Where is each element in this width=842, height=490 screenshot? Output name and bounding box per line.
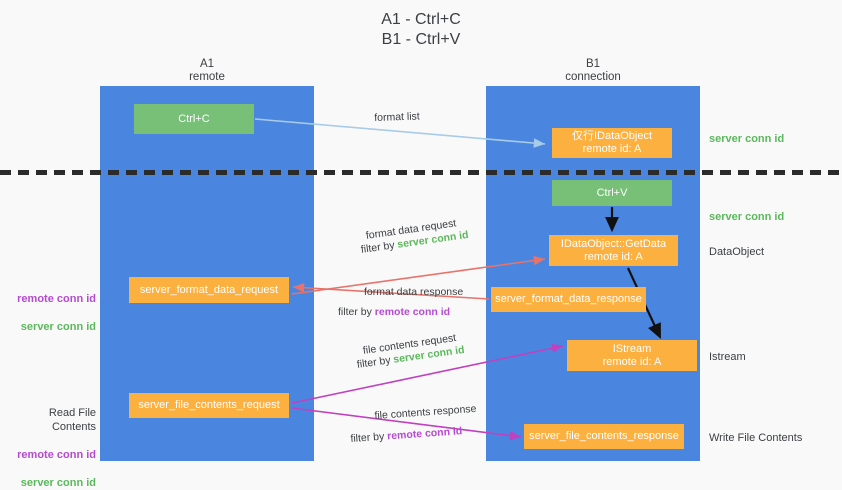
annotation-write-file-contents: Write File Contents (709, 432, 803, 444)
filter-prefix: filter by (356, 353, 395, 371)
annotation-server-conn-id: server conn id (20, 321, 96, 333)
filter-value: remote conn id (386, 425, 463, 443)
label-file-contents-response: file contents response (374, 402, 477, 422)
annotation-remote-conn-id-lower: remote conn id (17, 449, 96, 461)
annotation-istream: Istream (709, 351, 746, 363)
box-server-format-data-request[interactable]: server_format_data_request (129, 277, 289, 303)
box-server-file-contents-request[interactable]: server_file_contents_request (129, 393, 289, 418)
box-ctrl-v[interactable]: Ctrl+V (552, 180, 672, 206)
annotation-server-conn-id-mid: server conn id (709, 211, 785, 223)
page-title: A1 - Ctrl+C B1 - Ctrl+V (381, 11, 461, 48)
label-format-data-response: format data response (364, 286, 464, 298)
label-file-contents-response-filter: filter by remote conn id (350, 424, 463, 446)
box-server-format-data-response[interactable]: server_format_data_response (491, 287, 646, 312)
annotation-server-conn-id-lower: server conn id (20, 477, 96, 489)
box-ctrl-c[interactable]: Ctrl+C (134, 104, 254, 134)
label-format-data-response-filter: filter by remote conn id (338, 305, 450, 319)
lane-header-b1: B1 connection (565, 58, 621, 83)
label-format-list: format list (374, 110, 420, 124)
dashed-divider (0, 170, 842, 175)
box-idataobject-getdata[interactable]: IDataObject::GetData remote id: A (549, 235, 678, 266)
box-server-file-contents-response[interactable]: server_file_contents_response (524, 424, 684, 449)
annotation-read-file-contents: Read File Contents (48, 407, 96, 433)
filter-prefix: filter by (360, 238, 399, 256)
lane-header-a1: A1 remote (189, 58, 225, 83)
box-idataobject[interactable]: 仅行IDataObject remote id: A (552, 128, 672, 158)
annotation-dataobject: DataObject (709, 246, 765, 258)
box-istream[interactable]: IStream remote id: A (567, 340, 697, 371)
filter-prefix: filter by (338, 306, 375, 318)
annotation-server-conn-id-top: server conn id (709, 133, 785, 145)
filter-value: remote conn id (374, 306, 451, 318)
annotation-left-conn-ids-upper: remote conn id server conn id (10, 278, 96, 334)
filter-prefix: filter by (350, 430, 388, 445)
annotation-remote-conn-id: remote conn id (17, 293, 96, 305)
annotation-left-conn-ids-lower: Read File Contents remote conn id server… (10, 392, 96, 490)
